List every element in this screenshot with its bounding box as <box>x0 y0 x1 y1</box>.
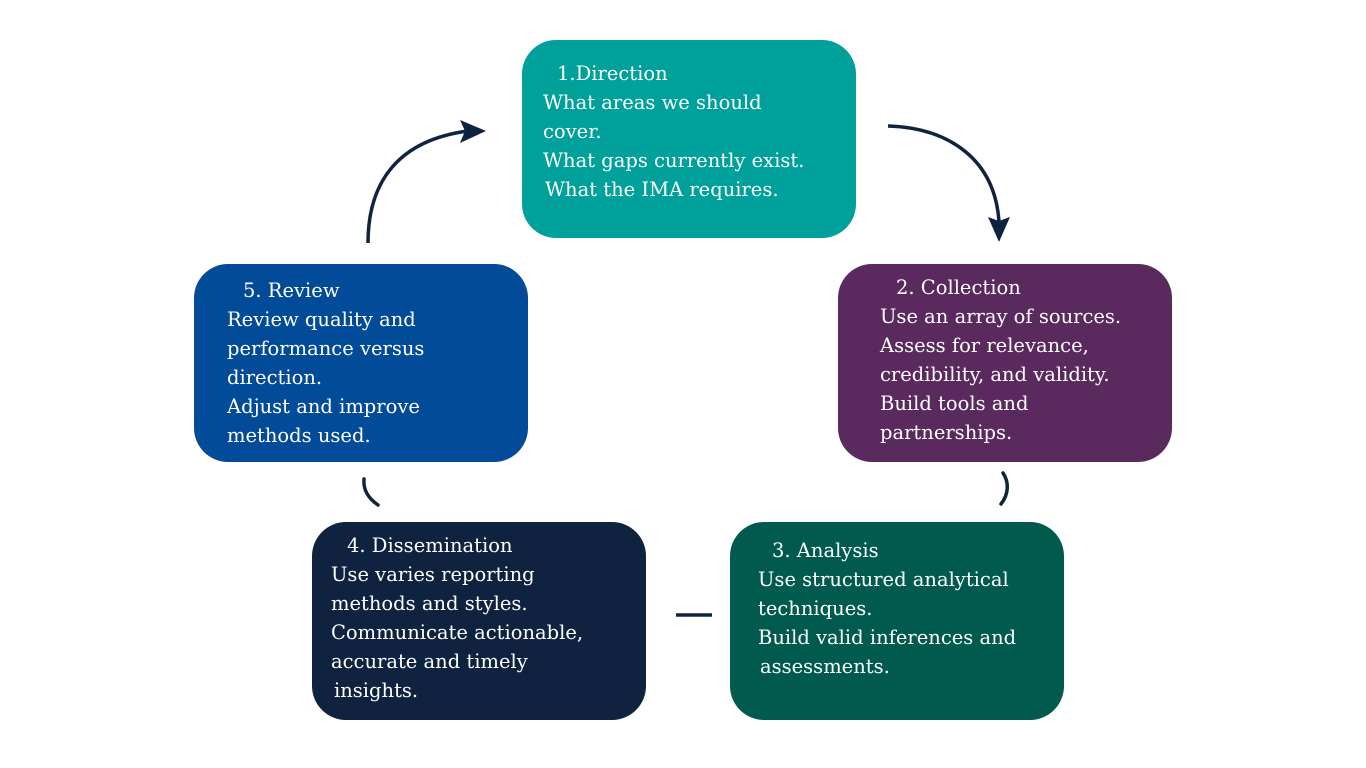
stage-line: What gaps currently exist. <box>543 149 805 172</box>
stage-title: 5. Review <box>243 279 340 302</box>
stage-line: Use an array of sources. <box>880 305 1122 328</box>
stage-review: 5. Review Review quality and performance… <box>194 264 528 462</box>
arrowhead-right-icon <box>460 120 486 143</box>
stage-line: cover. <box>543 120 602 143</box>
stage-line: methods used. <box>227 424 371 447</box>
connector-review-to-direction <box>366 120 486 244</box>
stage-line: Review quality and <box>227 308 416 331</box>
stage-line: Build valid inferences and <box>758 626 1017 649</box>
stage-direction: 1.Direction What areas we should cover. … <box>522 40 856 238</box>
stage-title: 3. Analysis <box>772 539 879 562</box>
connector-collection-to-analysis <box>999 471 1009 506</box>
stage-line: direction. <box>227 366 323 389</box>
connector-dissemination-to-review <box>362 477 380 507</box>
stage-title: 1.Direction <box>557 62 668 85</box>
stage-line: performance versus <box>227 337 425 360</box>
stage-line: assessments. <box>760 655 890 678</box>
stage-line: accurate and timely <box>331 650 528 673</box>
arrow-shaft <box>366 129 469 244</box>
stage-title: 2. Collection <box>896 276 1021 299</box>
stage-line: What areas we should <box>543 91 762 114</box>
stage-line: Use varies reporting <box>331 563 535 586</box>
stage-line: What the IMA requires. <box>545 178 779 201</box>
stage-dissemination: 4. Dissemination Use varies reporting me… <box>312 522 646 720</box>
stage-line: Build tools and <box>880 392 1029 415</box>
stage-collection: 2. Collection Use an array of sources. A… <box>838 264 1172 462</box>
stage-title: 4. Dissemination <box>347 534 513 557</box>
stage-line: Use structured analytical <box>758 568 1009 591</box>
stage-line: insights. <box>334 679 419 702</box>
stage-line: techniques. <box>758 597 873 620</box>
stage-line: Communicate actionable, <box>331 621 584 644</box>
arrow-shaft <box>887 124 1001 223</box>
stage-line: credibility, and validity. <box>880 363 1110 386</box>
stage-line: Adjust and improve <box>227 395 420 418</box>
stage-line: methods and styles. <box>331 592 528 615</box>
connector-direction-to-collection <box>887 124 1010 242</box>
stage-line: Assess for relevance, <box>880 334 1089 357</box>
arrowhead-down-icon <box>988 217 1010 242</box>
stage-analysis: 3. Analysis Use structured analytical te… <box>730 522 1064 720</box>
stage-line: partnerships. <box>880 421 1013 444</box>
